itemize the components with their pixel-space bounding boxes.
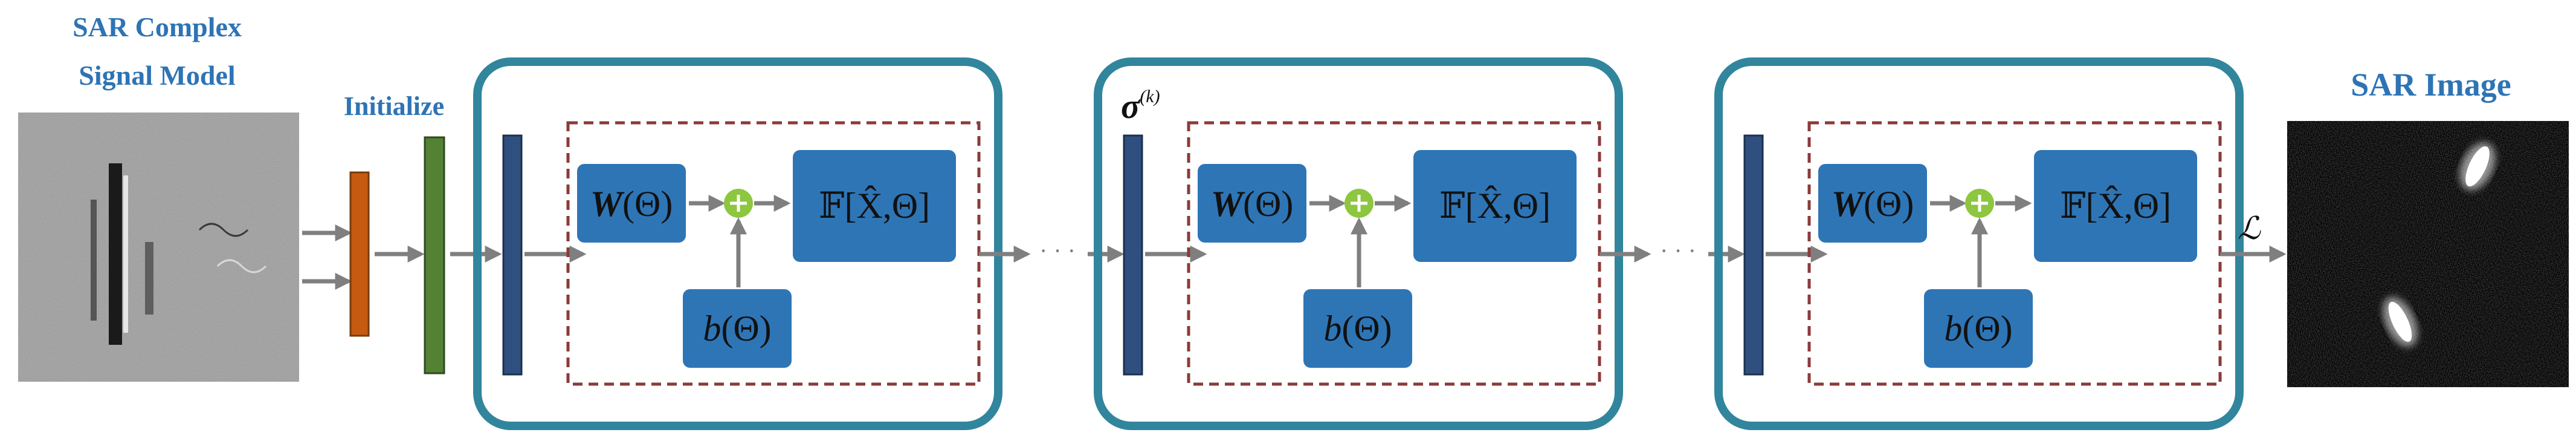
loss-label: ℒ [2238,212,2261,246]
f-operator-box [2034,150,2197,262]
plus-icon [1971,195,1988,212]
iteration-block-2: σ(k) W(Θ) b(Θ) 𝔽[X̂,Θ] [1094,57,1623,430]
input-signal-image [18,113,299,382]
b-symbol: b [703,309,721,348]
f-operator-label: 𝔽[X̂,Θ] [2060,186,2171,226]
w-symbol: W [590,184,625,224]
f-symbol: 𝔽 [2060,186,2086,226]
b-operator-box [1303,289,1412,368]
plus-icon [1351,195,1367,212]
b-operator-box [683,289,792,368]
b-argument: (Θ) [1962,309,2012,348]
f-symbol: 𝔽 [819,186,845,226]
iteration-block-3: W(Θ) b(Θ) 𝔽[X̂,Θ] [1714,57,2244,430]
input-title-line1: SAR Complex [73,11,242,42]
b-symbol: b [1323,309,1341,348]
b-operator-label: b(Θ) [1944,309,2012,348]
iteration-block-frame [473,57,1002,430]
iteration-block-frame [1714,57,2244,430]
f-arguments: [X̂,Θ] [2085,186,2171,226]
f-operator-label: 𝔽[X̂,Θ] [1439,186,1551,226]
w-argument: (Θ) [622,184,673,224]
w-operator-label: W(Θ) [590,184,673,224]
target-highlight-top [2459,142,2496,191]
iteration-block-frame [1094,57,1623,430]
w-symbol: W [1832,184,1866,224]
f-operator-box [1413,150,1577,262]
plus-icon [730,195,747,212]
orange-feature-bar [349,171,370,337]
sigma-label: σ(k) [1121,87,1160,126]
w-argument: (Θ) [1864,184,1914,224]
w-operator-label: W(Θ) [1832,184,1914,224]
f-arguments: [X̂,Θ] [844,186,930,226]
ellipsis-1: · · · [1039,237,1076,264]
iteration-block-1: W(Θ) b(Θ) 𝔽[X̂,Θ] [473,57,1002,430]
w-operator-box [1818,164,1927,243]
w-operator-box [1198,164,1306,243]
feature-bar [1743,134,1764,376]
target-highlight-bottom [2383,296,2418,347]
w-operator-box [577,164,686,243]
w-symbol: W [1211,184,1245,224]
b-operator-label: b(Θ) [703,309,771,348]
f-operator-box [793,150,956,262]
w-operator-label: W(Θ) [1211,184,1294,224]
b-symbol: b [1944,309,1962,348]
w-argument: (Θ) [1243,184,1293,224]
feature-bar [502,134,523,376]
output-sar-image [2287,121,2569,387]
output-title: SAR Image [2351,67,2511,103]
b-operator-label: b(Θ) [1323,309,1392,348]
b-operator-box [1924,289,2033,368]
f-arguments: [X̂,Θ] [1465,186,1551,226]
b-argument: (Θ) [1341,309,1392,348]
b-argument: (Θ) [721,309,771,348]
initialize-label: Initialize [344,91,444,121]
f-symbol: 𝔽 [1439,186,1465,226]
initialize-bar [424,136,445,374]
sigma-symbol: σ [1121,87,1141,126]
sigma-superscript: (k) [1140,87,1160,106]
ellipsis-2: · · · [1660,237,1696,264]
input-title-line2: Signal Model [79,60,235,91]
f-operator-label: 𝔽[X̂,Θ] [819,186,930,226]
feature-bar [1123,134,1143,376]
